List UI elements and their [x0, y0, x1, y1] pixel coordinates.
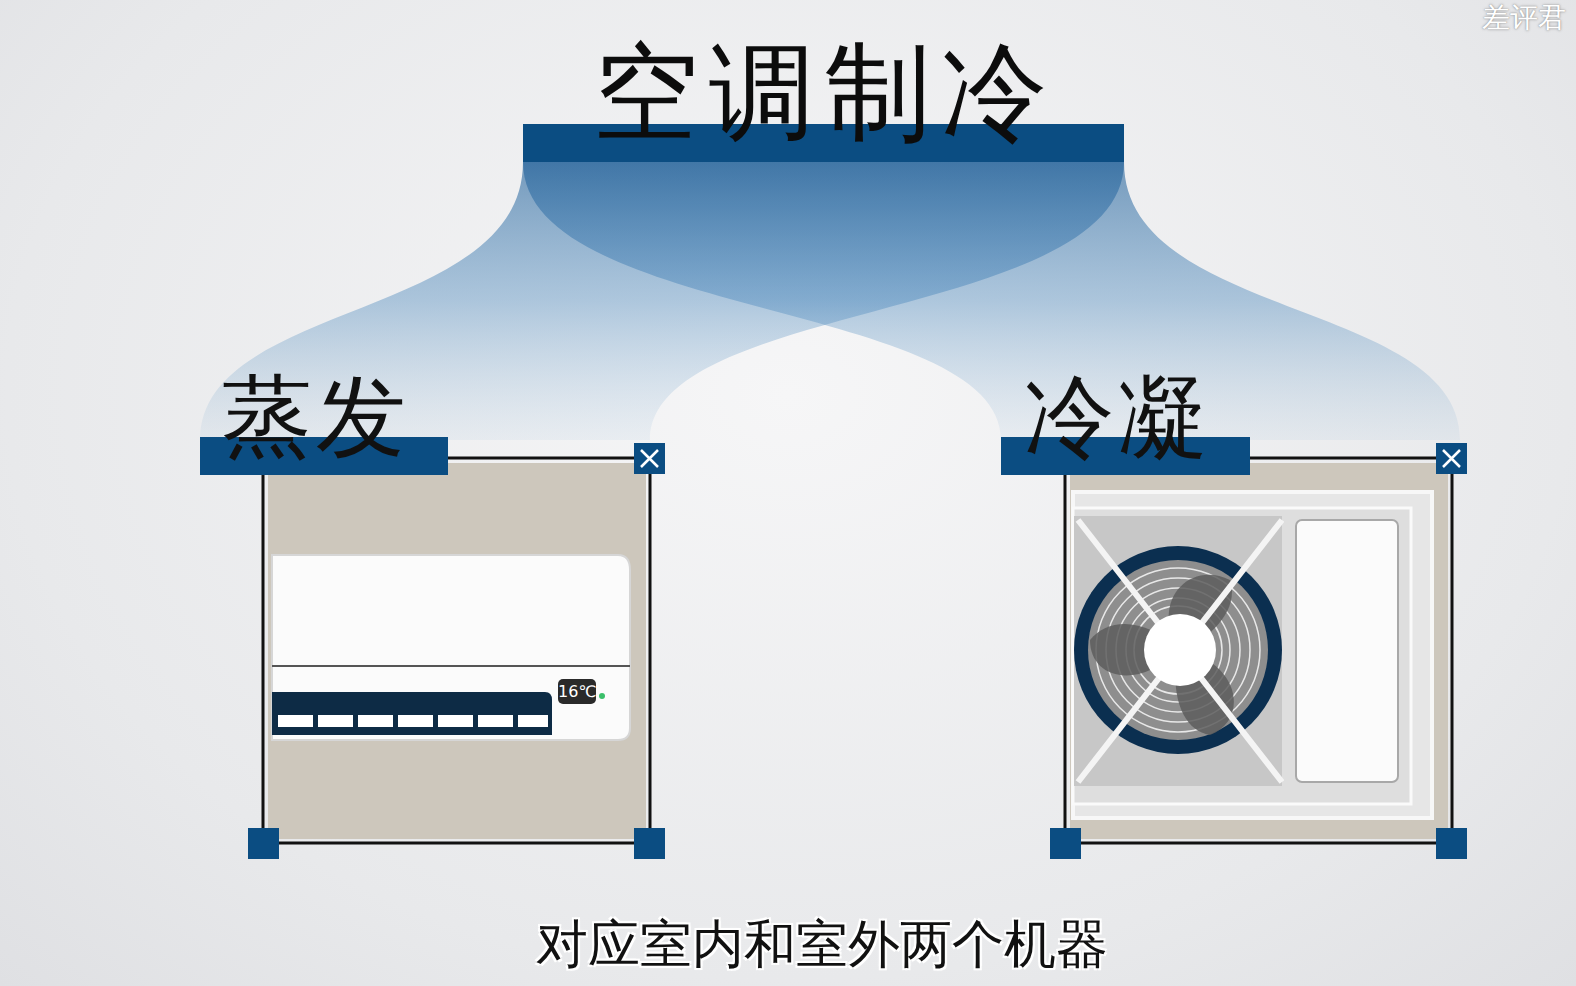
section-label-box: 蒸发 [222, 372, 410, 462]
diagram-title: 空调制冷 [593, 40, 1057, 146]
close-icon [1443, 450, 1460, 467]
temperature-display: 16℃ [558, 684, 596, 700]
outdoor-unit [1073, 492, 1432, 818]
corner-handle [1050, 828, 1081, 859]
section-label-box: 冷凝 [1024, 372, 1212, 462]
panel-frame [263, 458, 650, 843]
indoor-unit [272, 555, 630, 740]
section-heading: 冷凝 [1024, 372, 1212, 462]
watermark: 差评君 [1482, 4, 1566, 32]
corner-handle [634, 828, 665, 859]
corner-handle [1436, 828, 1467, 859]
corner-handle [1436, 443, 1467, 474]
section-heading: 蒸发 [222, 372, 410, 462]
close-icon [641, 450, 658, 467]
panel-bg [268, 463, 646, 839]
panel-bg [1070, 463, 1448, 839]
flow-ribbon [523, 162, 1460, 440]
panel-frame [1065, 458, 1452, 843]
corner-handle [634, 443, 665, 474]
corner-handle [248, 828, 279, 859]
subtitle-caption: 对应室内和室外两个机器 [536, 918, 1108, 970]
